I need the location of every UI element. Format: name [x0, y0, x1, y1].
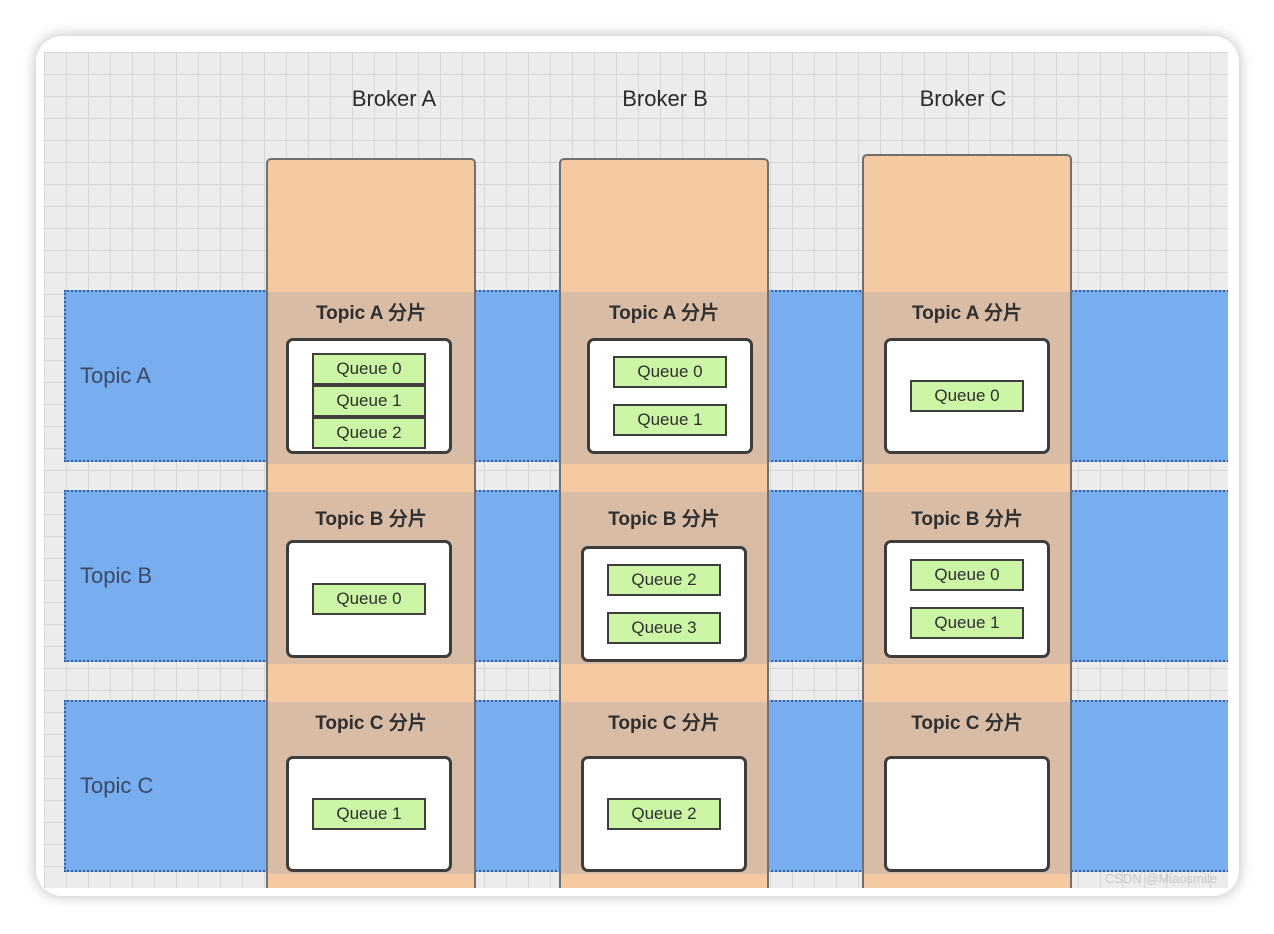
watermark: CSDN @Miaosmile — [1104, 871, 1217, 886]
queue-item: Queue 3 — [607, 612, 721, 644]
slice-c-b: Topic B 分片 Queue 0 Queue 1 — [864, 492, 1070, 664]
slice-title: Topic C 分片 — [911, 713, 1023, 734]
queue-item: Queue 0 — [312, 353, 426, 385]
slice-b-c: Topic C 分片 Queue 2 — [561, 702, 767, 874]
slice-title: Topic A 分片 — [911, 303, 1023, 324]
slice-title: Topic A 分片 — [315, 303, 427, 324]
slice-c-a: Topic A 分片 Queue 0 — [864, 292, 1070, 464]
queue-item: Queue 1 — [312, 385, 426, 417]
slice-title: Topic B 分片 — [608, 509, 720, 530]
broker-title-b: Broker B — [622, 86, 708, 111]
slice-c-c: Topic C 分片 — [864, 702, 1070, 874]
slice-b-b: Topic B 分片 Queue 2 Queue 3 — [561, 492, 767, 664]
queue-item: Queue 0 — [312, 583, 426, 615]
queue-item: Queue 0 — [910, 559, 1024, 591]
topic-label-a: Topic A — [80, 363, 151, 388]
diagram-canvas: Topic A Topic B Topic C Broker A Broker … — [44, 52, 1228, 888]
slice-title: Topic A 分片 — [608, 303, 720, 324]
broker-title-a: Broker A — [351, 86, 437, 111]
slice-title: Topic C 分片 — [608, 713, 720, 734]
queue-item: Queue 2 — [607, 564, 721, 596]
queue-item: Queue 0 — [613, 356, 727, 388]
queue-container — [884, 756, 1050, 872]
slice-a-b: Topic B 分片 Queue 0 — [268, 492, 474, 664]
queue-container: Queue 0 Queue 1 — [884, 540, 1050, 658]
queue-item: Queue 1 — [910, 607, 1024, 639]
slice-b-a: Topic A 分片 Queue 0 Queue 1 — [561, 292, 767, 464]
queue-item: Queue 2 — [607, 798, 721, 830]
queue-item: Queue 1 — [312, 798, 426, 830]
slice-title: Topic C 分片 — [315, 713, 427, 734]
broker-column-b: Topic A 分片 Queue 0 Queue 1 Topic B 分片 Queue … — [559, 158, 769, 888]
topic-label-c: Topic C — [80, 773, 154, 798]
slice-title: Topic B 分片 — [315, 509, 427, 530]
queue-container: Queue 2 — [581, 756, 747, 872]
queue-container: Queue 2 Queue 3 — [581, 546, 747, 662]
queue-container: Queue 0 — [884, 338, 1050, 454]
broker-title-c: Broker C — [919, 86, 1007, 111]
queue-container: Queue 0 — [286, 540, 452, 658]
queue-item: Queue 2 — [312, 417, 426, 449]
queue-container: Queue 1 — [286, 756, 452, 872]
topic-label-b: Topic B — [80, 563, 153, 588]
slice-title: Topic B 分片 — [911, 509, 1023, 530]
slice-a-c: Topic C 分片 Queue 1 — [268, 702, 474, 874]
diagram-card: Topic A Topic B Topic C Broker A Broker … — [36, 36, 1239, 896]
queue-item: Queue 0 — [910, 380, 1024, 412]
queue-item: Queue 1 — [613, 404, 727, 436]
queue-container: Queue 0 Queue 1 — [587, 338, 753, 454]
